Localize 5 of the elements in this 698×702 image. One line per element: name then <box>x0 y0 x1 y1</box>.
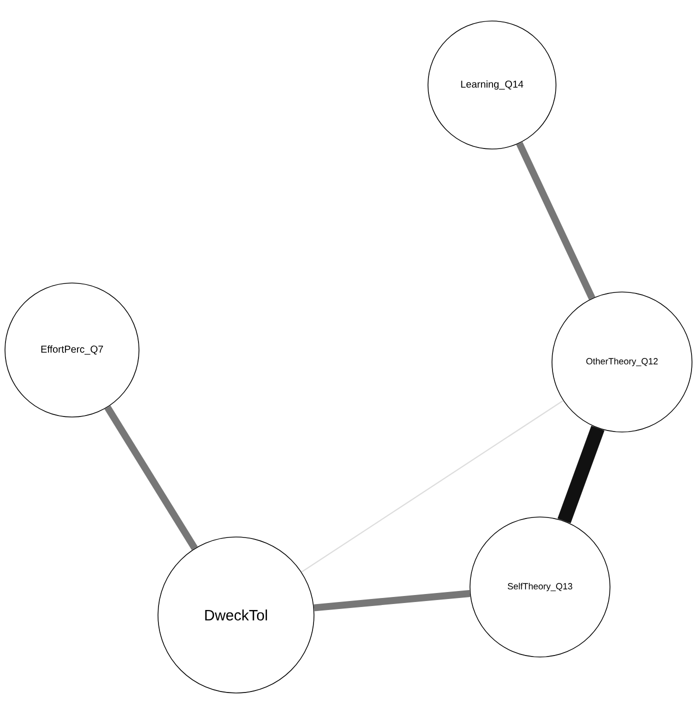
edge-line <box>314 590 470 612</box>
edge-line <box>301 400 564 573</box>
edge-line <box>516 142 596 300</box>
edge-line <box>104 405 198 550</box>
edge-line <box>558 426 604 524</box>
